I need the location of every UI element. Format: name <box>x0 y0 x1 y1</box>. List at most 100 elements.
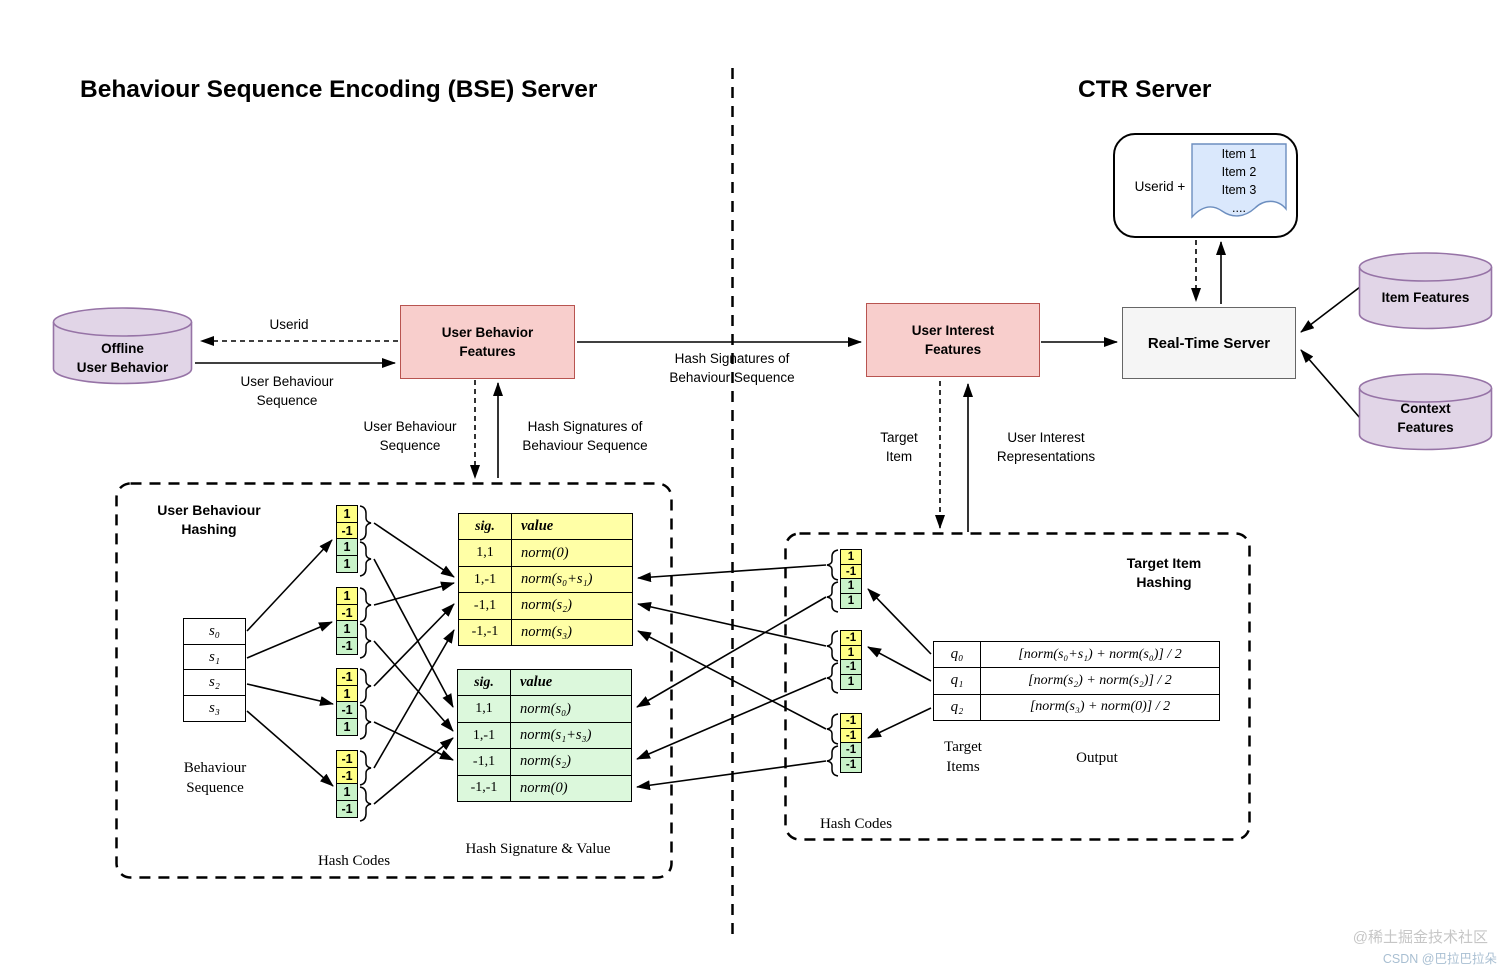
arrow-col1g-to-sig <box>373 558 454 708</box>
hash-cell: -1 <box>336 701 358 719</box>
edge-label-hashsig-up-2: Behaviour Sequence <box>522 438 648 453</box>
arrow-tcol2y-to-sig <box>637 601 827 647</box>
arrow-s3-to-col4 <box>246 710 334 787</box>
hash-cell: -1 <box>336 766 358 785</box>
hash-cell: 1 <box>336 783 358 801</box>
bse-server-title: Behaviour Sequence Encoding (BSE) Server <box>80 76 598 103</box>
arrow-col1y-to-sig <box>373 522 455 578</box>
arrow-q0-to-col1 <box>867 588 932 655</box>
yellow-row-value: norm(s₀+s₁) <box>521 571 593 588</box>
target-hash-column-2: -1 1 -1 1 <box>840 630 862 690</box>
edge-label-ubs-2: Sequence <box>256 393 318 408</box>
green-row-sig: 1,1 <box>458 696 511 722</box>
item-list-document-icon <box>1191 143 1287 219</box>
user-behavior-features-box: User Behavior Features <box>400 305 575 379</box>
yellow-table-value-header: value <box>521 518 554 535</box>
user-behaviour-hashing-box <box>115 482 673 879</box>
user-behaviour-hashing-title: User Behaviour Hashing <box>134 501 284 539</box>
user-interest-features-box: User Interest Features <box>866 303 1040 377</box>
hash-codes-label-bse: Hash Codes <box>317 853 391 869</box>
edge-label-uir-1: User Interest <box>1007 430 1085 445</box>
green-row-sig: -1,-1 <box>458 775 511 802</box>
hash-cell: 1 <box>840 592 862 609</box>
brace-tcol1-top <box>826 549 839 581</box>
yellow-row-sig: 1,1 <box>459 540 512 566</box>
ubf-label-1: User Behavior <box>441 325 534 340</box>
hash-cell: -1 <box>840 630 862 646</box>
yellow-row-value: norm(s₂) <box>521 597 572 614</box>
output-label: Output <box>1076 750 1118 766</box>
brace-tcol2-bottom <box>826 662 839 694</box>
realtime-server-label: Real-Time Server <box>1147 334 1271 352</box>
watermark-csdn: CSDN @巴拉巴拉朵 <box>1382 952 1497 966</box>
target-output-table: q₀ [norm(s₀+s₁) + norm(s₀)] / 2 q₁ [norm… <box>933 641 1220 721</box>
hash-cell: 1 <box>336 587 358 605</box>
yellow-table-sig-header: sig. <box>459 514 512 540</box>
edge-label-hashsig-mid-2: Behaviour Sequence <box>669 370 795 385</box>
arrow-tcol1y-to-sig <box>637 564 827 583</box>
edge-label-ubs-down: User Behaviour Sequence <box>330 417 490 455</box>
userid-request-box: Userid + Item 1 Item 2 Item 3 .... <box>1113 133 1298 238</box>
edge-label-target-item-2: Item <box>885 449 913 464</box>
hash-codes-label-target: Hash Codes <box>819 816 893 832</box>
hash-cell: -1 <box>336 636 358 655</box>
behaviour-sequence-label-1: Behaviour <box>183 760 247 776</box>
target-hash-column-3: -1 -1 -1 -1 <box>840 713 862 773</box>
uif-label-1: User Interest <box>911 323 995 338</box>
hash-cell: 1 <box>840 549 862 565</box>
brace-col4-top <box>359 750 372 786</box>
edge-label-userid: Userid <box>269 317 309 332</box>
brace-col4-bottom <box>359 786 372 822</box>
hash-cell: -1 <box>336 750 358 768</box>
arrow-col2y-to-sig <box>373 581 455 606</box>
sequence-item-s1: s₁ <box>183 643 246 671</box>
yellow-row-sig: -1,1 <box>459 593 512 619</box>
green-row-sig: -1,1 <box>458 749 511 775</box>
arrow-contextfeatures-to-realtime <box>1300 349 1361 419</box>
item-features-label: Item Features <box>1381 290 1470 305</box>
arrow-col2g-to-sig <box>373 640 454 732</box>
database-cylinder-icon <box>52 307 193 385</box>
hash-cell: -1 <box>336 799 358 818</box>
arrow-col3y-to-sig <box>373 603 455 687</box>
edge-label-ubs-down-1: User Behaviour <box>363 419 457 434</box>
arrow-itemfeatures-to-realtime <box>1300 286 1361 333</box>
arrow-col4y-to-sig <box>373 629 455 769</box>
ctr-server-title: CTR Server <box>1078 76 1212 103</box>
context-features-label-1: Context <box>1400 401 1451 416</box>
green-row-value: norm(s₁+s₃) <box>520 727 592 744</box>
yellow-signature-table: sig. value 1,1 norm(0) 1,-1 norm(s₀+s₁) … <box>458 513 633 646</box>
arrow-col3g-to-sig <box>373 721 454 761</box>
green-row-value: norm(s₀) <box>520 700 571 717</box>
hash-signature-value-label: Hash Signature & Value <box>465 841 611 857</box>
arrow-s0-to-col1 <box>246 539 333 632</box>
brace-col3-top <box>359 668 372 704</box>
brace-tcol3-top <box>826 713 839 745</box>
edge-label-uir-2: Representations <box>996 449 1096 464</box>
hash-code-column-2: 1 -1 1 -1 <box>336 587 358 655</box>
hash-cell: 1 <box>336 538 358 556</box>
watermark-juejin: @稀土掘金技术社区 <box>1352 929 1488 946</box>
brace-tcol1-bottom <box>826 581 839 613</box>
yellow-row-value: norm(0) <box>521 544 569 561</box>
sequence-item-s3: s₃ <box>183 694 246 722</box>
behaviour-sequence-label: Behaviour Sequence <box>130 758 300 798</box>
target-item-hashing-box <box>784 532 1251 841</box>
arrow-tcol2g-to-sig <box>636 677 827 760</box>
uif-label-2: Features <box>924 342 982 357</box>
context-features-db: Context Features <box>1358 373 1493 451</box>
arrow-tcol1g-to-sig <box>636 596 827 708</box>
edge-label-user-interest-repr: User Interest Representations <box>966 428 1126 466</box>
hash-cell: -1 <box>336 668 358 686</box>
hash-cell: 1 <box>336 620 358 638</box>
ubh-title-2: Hashing <box>181 521 237 537</box>
hash-cell: 1 <box>336 717 358 736</box>
arrow-s2-to-col3 <box>246 683 334 706</box>
edge-label-hashsig-up-1: Hash Signatures of <box>527 419 643 434</box>
context-features-label-2: Features <box>1397 420 1454 435</box>
brace-col2-top <box>359 587 372 623</box>
q1-output: [norm(s₂) + norm(s₂)] / 2 <box>1028 672 1172 688</box>
sequence-item-s2: s₂ <box>183 669 246 696</box>
yellow-row-value: norm(s₃) <box>521 623 572 640</box>
